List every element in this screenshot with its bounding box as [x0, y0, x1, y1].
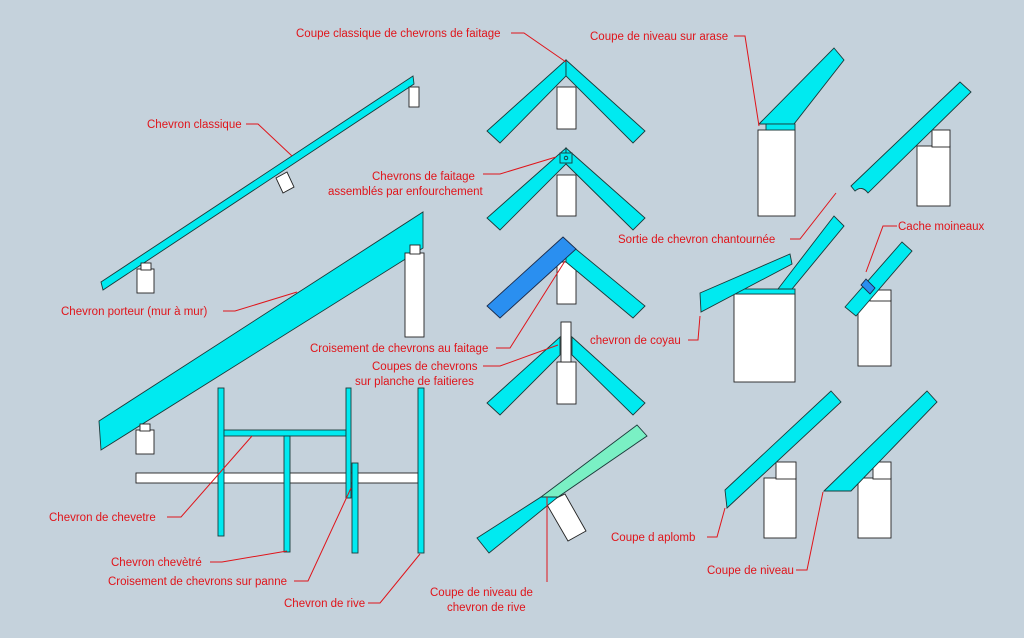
label-chevron-rive: Chevron de rive — [284, 598, 365, 610]
label-coupe-niveau-rive-2: chevron de rive — [447, 602, 526, 614]
label-chevron-chevetre: Chevron de chevetre — [49, 512, 156, 524]
chevron-classique-figure — [100, 75, 420, 294]
chevetre-plan-figure — [135, 387, 425, 554]
planche-faitiere-figure — [486, 321, 646, 416]
faitage-classique-figure — [486, 58, 646, 144]
niveau-arase-figure — [757, 47, 845, 217]
faitage-enfourchement-figure — [486, 147, 646, 231]
label-faitage-enfourchement-1: Chevrons de faitage — [372, 171, 475, 183]
label-croisement-faitage: Croisement de chevrons au faitage — [310, 343, 488, 355]
aplomb-figure — [724, 390, 842, 539]
rive-niveau-figure — [476, 424, 648, 554]
label-chevron-classique: Chevron classique — [147, 119, 242, 131]
sortie-chantournee-figure — [850, 81, 972, 207]
label-coupe-niveau-rive-1: Coupe de niveau de — [430, 587, 533, 599]
leader-lines — [167, 32, 897, 604]
label-coupe-classique-faitage: Coupe classique de chevrons de faitage — [296, 28, 501, 40]
label-chevron-chevetre-2: Chevron chevètré — [111, 557, 202, 569]
coyau-figure — [699, 215, 845, 383]
niveau-figure — [822, 390, 938, 539]
label-coupes-planche-1: Coupes de chevrons — [372, 361, 478, 373]
croisement-faitage-figure — [486, 236, 646, 319]
label-coupe-aplomb: Coupe d aplomb — [611, 532, 695, 544]
label-faitage-enfourchement-2: assemblés par enfourchement — [328, 186, 483, 198]
cache-moineaux-figure — [844, 241, 913, 367]
label-coupe-niveau-arase: Coupe de niveau sur arase — [590, 31, 728, 43]
label-chevron-porteur: Chevron porteur (mur à mur) — [61, 306, 208, 318]
label-sortie-chantournee: Sortie de chevron chantournée — [618, 234, 775, 246]
chevron-porteur-figure — [98, 211, 425, 455]
label-cache-moineaux: Cache moineaux — [898, 221, 985, 233]
label-coupe-niveau: Coupe de niveau — [707, 565, 794, 577]
labels: Coupe classique de chevrons de faitage C… — [49, 28, 985, 614]
label-croisement-panne: Croisement de chevrons sur panne — [108, 576, 287, 588]
label-coupes-planche-2: sur planche de faitieres — [355, 376, 474, 388]
label-chevron-coyau: chevron de coyau — [590, 335, 681, 347]
